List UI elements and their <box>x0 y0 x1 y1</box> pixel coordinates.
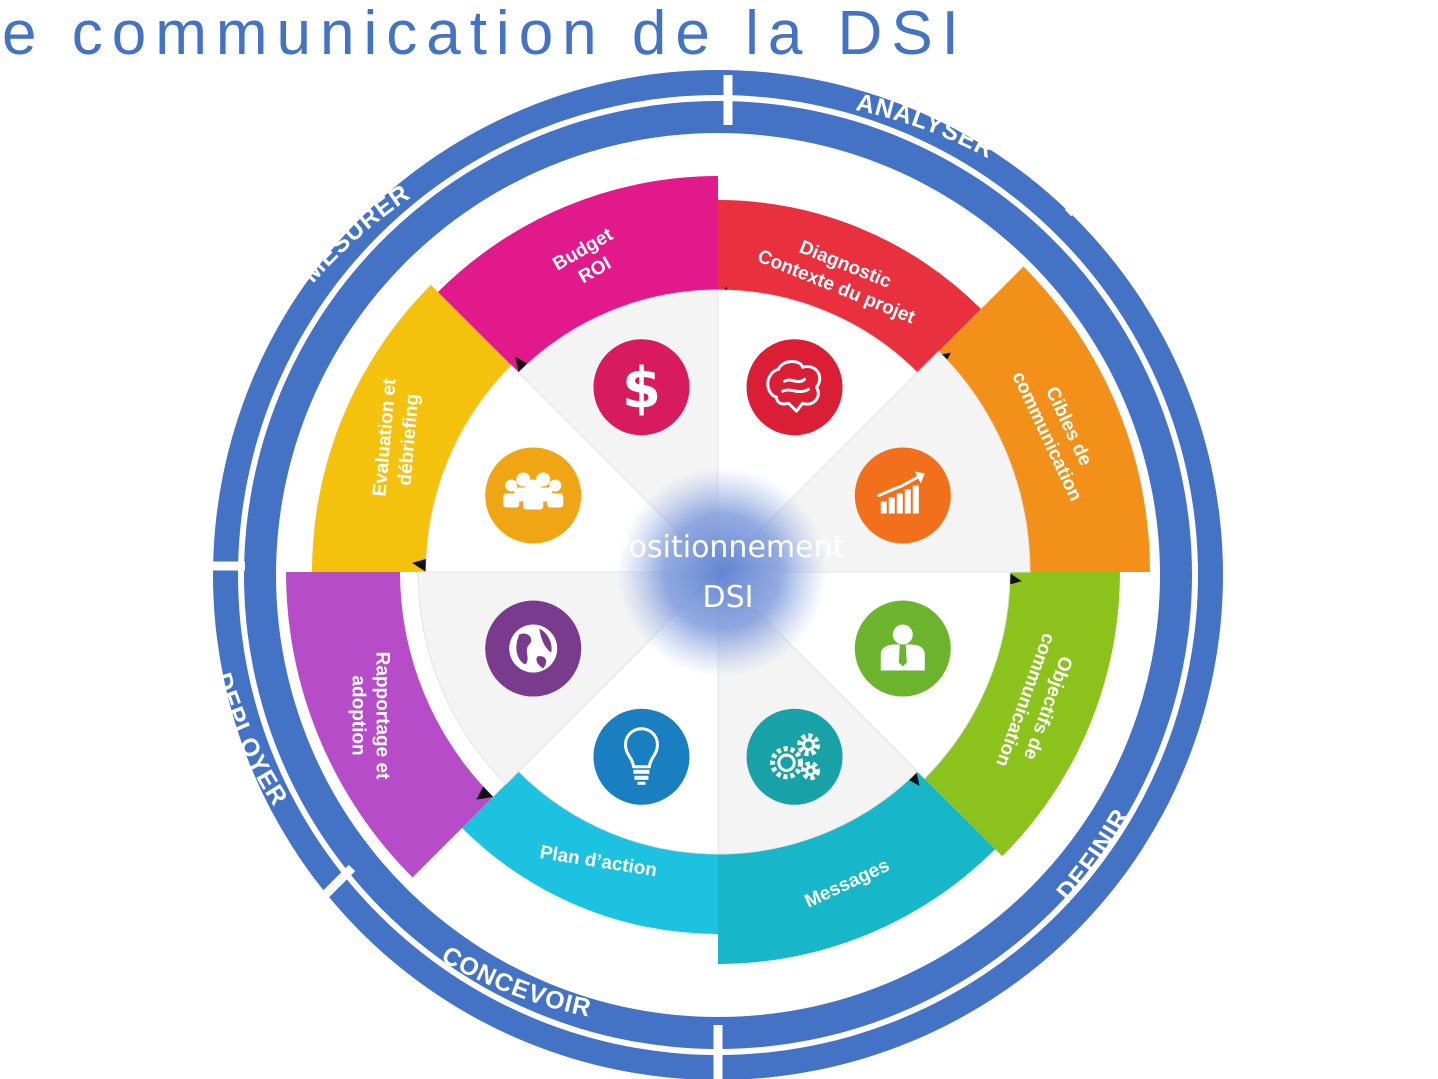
icon-badge-plan <box>593 708 690 805</box>
brain-icon <box>746 339 843 436</box>
icon-badge-budget <box>593 339 690 436</box>
businessman-icon <box>854 600 951 697</box>
segment-band-plan <box>462 757 718 934</box>
gears-icon-glyph <box>805 765 816 777</box>
lightbulb-icon-glyph <box>633 769 650 774</box>
segment-notch-evaluation <box>412 558 427 572</box>
page-title: e communication de la DSI <box>2 0 968 68</box>
center-label-line1: Positionnement <box>612 530 845 565</box>
ring-gap-right <box>1064 182 1100 217</box>
businessman-icon-glyph <box>892 624 913 645</box>
globe-icon-continents <box>516 628 552 669</box>
brain-icon-glyph <box>781 377 811 394</box>
segment-notch-rapportage <box>476 786 494 800</box>
center-hub: Positionnement DSI <box>612 467 845 677</box>
gears-icon-glyph <box>801 761 821 781</box>
icon-badge-messages <box>746 708 843 805</box>
lightbulb-icon-glyph <box>634 775 649 780</box>
dollar-icon: $ <box>593 339 690 436</box>
growth-chart-icon-glyph <box>888 497 895 514</box>
segment-notch-objectifs <box>1007 572 1022 586</box>
segment-label-rapportage: Rapportage etadoption <box>348 652 393 780</box>
team-icon-glyph <box>525 479 542 496</box>
growth-chart-icon <box>854 447 951 544</box>
growth-chart-icon-glyph <box>880 501 887 514</box>
segment-band-evaluation <box>312 284 512 572</box>
segment-label-line: Rapportage et <box>372 652 393 780</box>
brain-icon-glyph <box>766 359 822 413</box>
gears-icon-glyph <box>770 746 804 780</box>
gears-icon-glyph <box>777 753 796 772</box>
growth-chart-icon-glyph <box>912 485 919 514</box>
team-icon <box>485 447 582 544</box>
segment-band-budget <box>437 176 718 373</box>
globe-icon <box>485 600 582 697</box>
businessman-icon-tie <box>898 644 907 667</box>
lightbulb-icon-glyph <box>623 727 659 769</box>
team-icon-glyph <box>505 479 518 492</box>
ring-gap-bottom-left <box>316 864 356 904</box>
team-icon-glyph <box>549 479 562 492</box>
segment-icons: $ <box>485 339 951 805</box>
segment-label-line: adoption <box>348 675 369 755</box>
gears-icon-glyph <box>797 733 821 757</box>
growth-chart-icon-glyph <box>914 471 925 484</box>
lightbulb-icon-glyph <box>637 781 646 785</box>
segment-notch-budget <box>515 356 528 373</box>
segment-band-diagnostic <box>718 200 982 380</box>
gears-icon <box>746 708 843 805</box>
center-label-line2: DSI <box>703 580 754 615</box>
gears-icon-glyph <box>802 738 815 752</box>
lightbulb-icon <box>593 708 690 805</box>
team-icon-glyph <box>523 495 544 510</box>
segment-band-rapportage <box>286 572 494 878</box>
segment-band-messages <box>718 769 996 964</box>
center-glow <box>617 467 827 677</box>
growth-chart-icon-glyph <box>896 493 903 514</box>
segment-notch-messages <box>906 769 920 787</box>
segment-band-objectifs <box>923 572 1120 857</box>
dollar-icon-glyph: $ <box>622 356 661 421</box>
growth-chart-icon-glyph <box>904 489 911 514</box>
growth-chart-icon-glyph <box>877 473 923 497</box>
icon-badge-diagnostic <box>746 339 843 436</box>
segment-band-cibles <box>934 266 1150 572</box>
